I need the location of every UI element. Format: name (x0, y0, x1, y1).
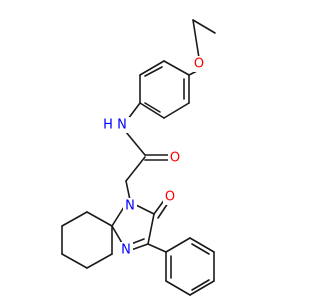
bond-cy-d (61, 253, 88, 269)
bond-c3-phenyl (147, 243, 167, 253)
atom-ring-nitrogen-2: N (121, 243, 131, 258)
atom-amide-nitrogen: N (117, 118, 127, 133)
atom-ring-nitrogen-1: N (125, 199, 135, 214)
bond-c3-n4-double-2 (130, 238, 145, 245)
atom-amide-hydrogen: H (103, 118, 113, 133)
bond-ring-co-2 (157, 202, 169, 219)
bond-aryl-nh (127, 102, 141, 120)
bond-ar1-c (139, 102, 165, 119)
bond-cy-b (61, 211, 88, 227)
bond-ar1-f (163, 60, 190, 76)
bond-ph-c (189, 280, 215, 296)
bond-spiro-n1 (111, 206, 125, 227)
bond-carbonyl-ch2 (125, 156, 146, 182)
bond-ph-e (189, 237, 215, 253)
bond-n1-c2 (135, 204, 155, 215)
bond-c3-n4-double-1 (130, 243, 149, 251)
bond-cy-e (86, 253, 113, 269)
bond-ar1-double-3 (144, 66, 163, 77)
bond-c2-c3 (147, 213, 155, 245)
bond-ethyl-ch3-ch2 (192, 19, 216, 34)
molecule-canvas: O N H O N O N (61, 19, 216, 296)
atom-ether-oxygen: O (194, 57, 204, 72)
bond-n4-spiro (111, 225, 123, 244)
atom-amide-oxygen: O (170, 151, 180, 166)
bond-cy-a (86, 211, 113, 227)
bond-ph-double-3 (191, 243, 210, 255)
bond-ar1-e (139, 60, 165, 76)
bond-ph-b (165, 280, 191, 296)
bond-ph-double-2 (191, 279, 210, 291)
molecule-structure: O N H O N O N (61, 19, 216, 296)
bond-ch2-nring (125, 180, 131, 201)
atom-ring-oxygen: O (165, 190, 175, 205)
bond-ethyl-ch2-o (192, 19, 200, 59)
bond-nh-carbonyl (125, 131, 146, 156)
bond-ar1-double-2 (144, 102, 161, 113)
bond-ph-f (165, 237, 191, 253)
bond-ar1-b (163, 102, 190, 119)
